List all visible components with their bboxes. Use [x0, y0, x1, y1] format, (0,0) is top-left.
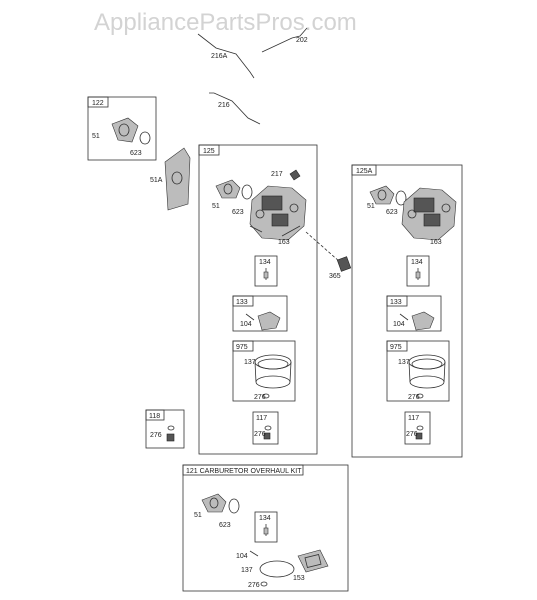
label-276a: 276	[254, 394, 266, 401]
box-121-overhaul-kit: 121 CARBURETOR OVERHAUL KIT 51 623 134 1…	[182, 464, 349, 592]
label-r623: 623	[386, 209, 398, 216]
box-133-tag: 133	[236, 299, 248, 306]
label-r51: 51	[367, 203, 375, 210]
label-k153: 153	[293, 575, 305, 582]
box-125-tag: 125	[203, 148, 215, 155]
label-k276: 276	[248, 582, 260, 589]
label-163: 163	[278, 239, 290, 246]
link-216a	[197, 33, 255, 79]
box-134-tag: 134	[259, 259, 271, 266]
label-122-51: 51	[92, 133, 100, 140]
box-134k-tag: 134	[259, 515, 271, 522]
label-202: 202	[296, 37, 308, 44]
label-216a: 216A	[211, 53, 228, 60]
part-365: 365	[305, 231, 352, 280]
label-k104: 104	[236, 553, 248, 560]
box-975r-tag: 975	[390, 344, 402, 351]
label-51a: 51A	[150, 177, 163, 184]
box-117r-tag: 117	[408, 415, 419, 422]
box-133r-tag: 133	[390, 299, 402, 306]
box-118-tag: 118	[149, 413, 160, 420]
label-276b: 276	[254, 431, 266, 438]
box-122-tag: 122	[92, 100, 104, 107]
label-k51: 51	[194, 512, 202, 519]
label-104: 104	[240, 321, 252, 328]
label-122-623: 623	[130, 150, 142, 157]
carburetor-163-right	[401, 187, 457, 241]
label-125-623: 623	[232, 209, 244, 216]
link-202	[261, 27, 308, 53]
label-216: 216	[218, 102, 230, 109]
label-r276a: 276	[408, 394, 420, 401]
box-117-tag: 117	[256, 415, 267, 422]
box-121-tag: 121 CARBURETOR OVERHAUL KIT	[186, 468, 302, 475]
box-118: 118 276	[145, 409, 185, 449]
box-134r-tag: 134	[411, 259, 423, 266]
label-k623: 623	[219, 522, 231, 529]
label-k137: 137	[241, 567, 253, 574]
label-365: 365	[329, 273, 341, 280]
label-r137: 137	[398, 359, 410, 366]
box-125: 125 51 623 217 163 134 133 104	[198, 144, 318, 455]
box-975-tag: 975	[236, 344, 248, 351]
link-216	[209, 92, 261, 125]
box-122: 122 51 623	[87, 96, 157, 161]
carburetor-163	[249, 185, 307, 241]
label-137: 137	[244, 359, 256, 366]
label-r104: 104	[393, 321, 405, 328]
part-51a: 51A	[150, 147, 191, 211]
label-r276b: 276	[406, 431, 418, 438]
label-217: 217	[271, 171, 283, 178]
label-118-276: 276	[150, 432, 162, 439]
watermark: AppliancePartsPros.com	[94, 9, 357, 36]
label-r163: 163	[430, 239, 442, 246]
box-125a-tag: 125A	[356, 168, 373, 175]
box-125a: 125A 51 623 163 134 133 104 975 1	[351, 164, 463, 458]
label-125-51: 51	[212, 203, 220, 210]
